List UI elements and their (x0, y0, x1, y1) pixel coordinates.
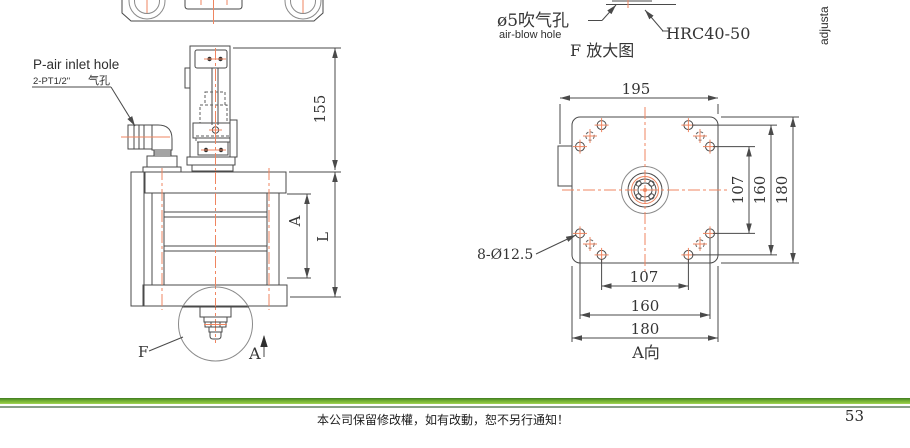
dim-bottom-180: 180 (631, 320, 660, 338)
footer-notice: 本公司保留修改權，如有改動，恕不另行通知！ (316, 413, 569, 427)
dim-right-180: 180 (773, 176, 791, 205)
airblow-label-en: air-blow hole (499, 29, 561, 41)
slide-unit (184, 45, 238, 172)
elbow-air-fitting (121, 124, 182, 173)
view-dir-label: A (248, 344, 261, 363)
dim-top-195: 195 (622, 80, 651, 98)
dim-155: 155 (311, 95, 329, 124)
detail-circle-f: F (138, 286, 253, 362)
plate-side-tab (557, 145, 572, 187)
view-direction-arrow: A (248, 335, 268, 363)
plate-view (557, 107, 728, 272)
detail-mark-f: F (138, 343, 148, 361)
page-number: 53 (844, 407, 864, 425)
hole-callout: 8-Ø12.5 (477, 247, 533, 263)
press-body (130, 168, 288, 343)
air-inlet-cn: 气孔 (88, 73, 110, 87)
dim-L: L (314, 232, 332, 242)
air-inlet-label: P-air inlet hole (33, 57, 119, 72)
air-inlet-spec: 2-PT1/2" (33, 76, 70, 87)
dim-bottom-107: 107 (630, 268, 659, 286)
dim-right-107: 107 (729, 176, 747, 205)
hardness-label: HRC40-50 (666, 24, 750, 43)
drawing-canvas: P-air inlet hole 2-PT1/2" 气孔 (32, 0, 831, 363)
blow-nozzle (182, 306, 249, 340)
dim-bottom-160: 160 (631, 297, 660, 315)
plate-dimensions: 195 107 160 180 107 160 180 8-Ø12.5 A向 (477, 80, 799, 362)
footer-divider-line (0, 406, 910, 408)
detail-f-view: ø5吹气孔 air-blow hole HRC40-50 F 放大图 adjus… (497, 0, 831, 60)
left-dimensions: 155 L A (233, 47, 341, 298)
air-inlet-callout: P-air inlet hole 2-PT1/2" 气孔 (32, 57, 136, 127)
top-view-plate (121, 0, 324, 24)
plate-caption: A向 (631, 343, 660, 362)
footer-green-bar (0, 398, 910, 404)
edge-note-adjustable: adjusta (817, 6, 831, 45)
airblow-label-cn: ø5吹气孔 (497, 11, 569, 31)
dim-right-160: 160 (751, 176, 769, 205)
dim-A: A (286, 215, 304, 227)
detail-caption: F 放大图 (570, 41, 634, 60)
